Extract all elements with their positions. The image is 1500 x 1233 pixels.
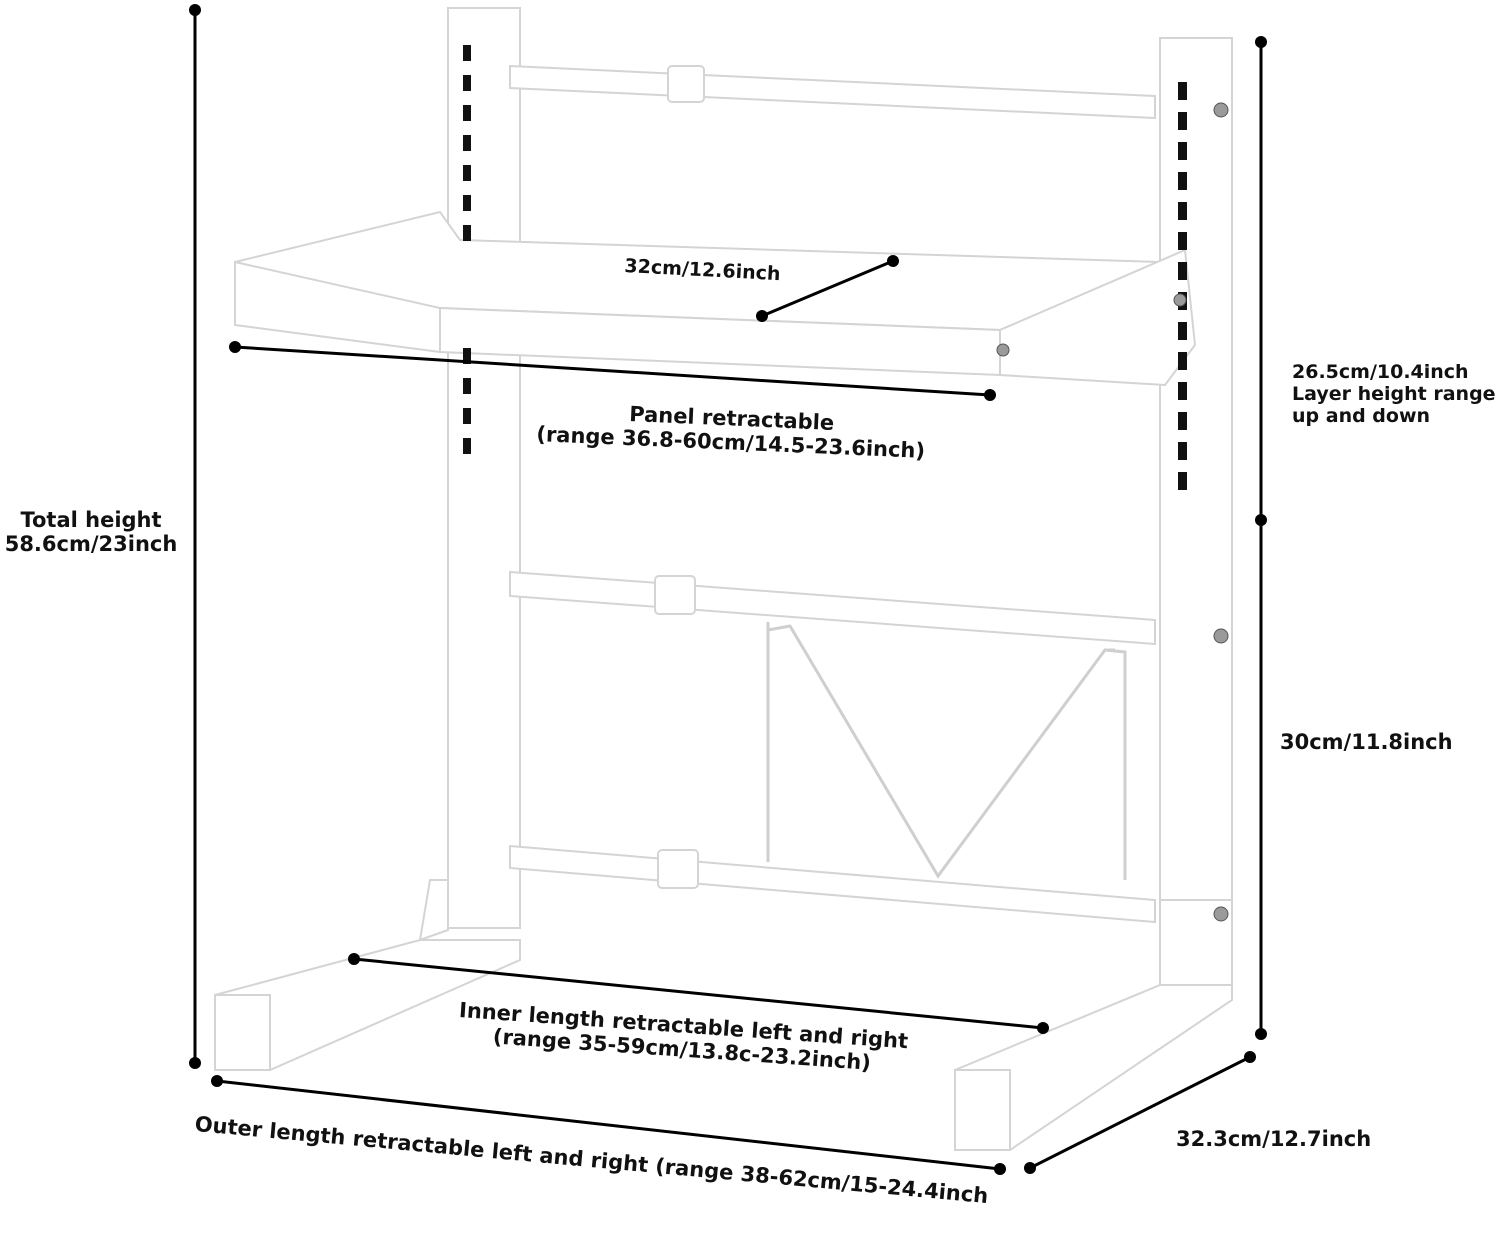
upright-slot (463, 135, 471, 151)
outer-length-line (216, 1079, 1001, 1171)
total-height-label: Total height 58.6cm/23inch (0, 508, 182, 556)
right-upright (1159, 37, 1233, 931)
screw (996, 343, 1010, 357)
dimension-dot (189, 1057, 201, 1069)
upright-slot (1178, 112, 1187, 130)
upright-slot (1178, 382, 1187, 400)
right-foot-brace (1159, 899, 1233, 986)
upright-slot (1178, 142, 1187, 160)
left-foot-brace (418, 879, 449, 942)
dimension-dot (984, 389, 996, 401)
screw (1213, 102, 1229, 118)
dimension-dot (887, 255, 899, 267)
bottom-rod (509, 844, 1156, 924)
layer-height-label: 26.5cm/10.4inch Layer height range up an… (1292, 361, 1496, 428)
upright-slot (463, 195, 471, 211)
dimension-dot (348, 953, 360, 965)
upright-slot (1178, 232, 1187, 250)
total-height-value: 58.6cm/23inch (4, 532, 178, 557)
dimension-dot (1024, 1162, 1036, 1174)
upright-slot (1178, 472, 1187, 490)
upright-slot (1178, 442, 1187, 460)
dimension-dot (229, 341, 241, 353)
upright-slot (463, 438, 471, 454)
inner-length-line (353, 957, 1044, 1030)
layer-height-desc-1: Layer height range (1292, 382, 1496, 405)
dimension-dot (211, 1075, 223, 1087)
screw (1173, 293, 1187, 307)
dimension-dot (189, 4, 201, 16)
base-depth-label: 32.3cm/12.7inch (1176, 1127, 1372, 1151)
upright-slot (463, 378, 471, 394)
dimension-dot (1255, 36, 1267, 48)
base-depth-line (1029, 1055, 1251, 1170)
upright-slot (1178, 82, 1187, 100)
upright-slot (463, 75, 471, 91)
upright-slot (1178, 322, 1187, 340)
layer-height-value: 26.5cm/10.4inch (1292, 361, 1469, 383)
screw (1213, 628, 1229, 644)
upright-slot (1178, 352, 1187, 370)
middle-rod-collar (654, 575, 696, 615)
upright-slot (1178, 412, 1187, 430)
upright-slot (1178, 202, 1187, 220)
upright-slot (463, 105, 471, 121)
upright-slot (1178, 262, 1187, 280)
middle-rod (509, 570, 1156, 646)
panel-left-ext (234, 260, 441, 354)
screws (996, 102, 1229, 922)
dimension-dot (994, 1163, 1006, 1175)
dimension-dot (1037, 1022, 1049, 1034)
rack-frame (214, 7, 1233, 1151)
total-height-title: Total height (20, 508, 162, 532)
dimension-dot (1255, 514, 1267, 526)
upright-slot (1178, 172, 1187, 190)
dimension-dot (756, 310, 768, 322)
shelf-panel (234, 210, 1197, 387)
panel-width-line (234, 345, 991, 397)
rods (509, 64, 1156, 924)
panel-depth-line (761, 259, 894, 318)
layer-height-desc-2: up and down (1292, 404, 1431, 427)
left-upright (447, 7, 521, 929)
dimension-dot (1244, 1051, 1256, 1063)
bottom-rod-collar (657, 849, 699, 889)
top-rod (509, 64, 1156, 120)
dimension-dot (1255, 1028, 1267, 1040)
upright-slot (463, 225, 471, 241)
screw (1213, 906, 1229, 922)
upright-slot (463, 165, 471, 181)
wire-holder (766, 622, 1127, 880)
upright-slot (463, 45, 471, 61)
upright-slot (463, 408, 471, 424)
dimension-lines (189, 4, 1267, 1175)
lower-height-label: 30cm/11.8inch (1280, 730, 1453, 754)
upright-slot (463, 348, 471, 364)
top-rod-collar (667, 65, 705, 103)
